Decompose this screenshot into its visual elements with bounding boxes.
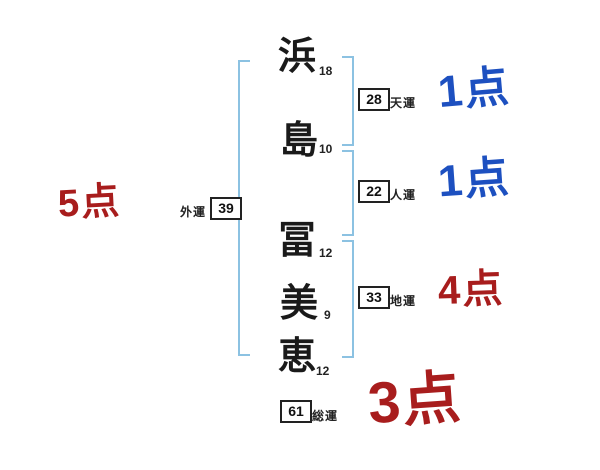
stroke-count-5: 12: [316, 364, 330, 378]
name-char-4: 美: [280, 283, 319, 325]
name-char-3: 冨: [278, 220, 317, 262]
name-char-2: 島: [280, 120, 319, 162]
tenun-score: 1点: [435, 61, 513, 118]
name-char-1: 浜: [278, 36, 317, 78]
stroke-count-4: 9: [324, 308, 331, 322]
chiun-bracket: [342, 240, 354, 358]
soun-score: 3点: [365, 364, 465, 437]
chiun-score: 4点: [437, 266, 505, 314]
stroke-count-2: 10: [319, 142, 333, 156]
jinun-value-box: 22: [358, 180, 390, 203]
gaiun-label: 外運: [180, 205, 207, 219]
name-char-5: 恵: [278, 336, 317, 378]
jinun-bracket: [342, 150, 354, 236]
jinun-score: 1点: [436, 152, 513, 207]
chiun-value-box: 33: [358, 286, 390, 309]
soun-label: 総運: [312, 409, 339, 423]
stroke-count-3: 12: [319, 246, 333, 260]
tenun-label: 天運: [390, 96, 417, 110]
tenun-value-box: 28: [358, 88, 390, 111]
gaiun-value-box: 39: [210, 197, 242, 220]
jinun-label: 人運: [390, 188, 417, 202]
stroke-count-1: 18: [319, 64, 333, 78]
chiun-label: 地運: [390, 294, 417, 308]
soun-value-box: 61: [280, 400, 312, 423]
gaiun-score: 5点: [56, 180, 123, 226]
tenun-bracket: [342, 56, 354, 146]
